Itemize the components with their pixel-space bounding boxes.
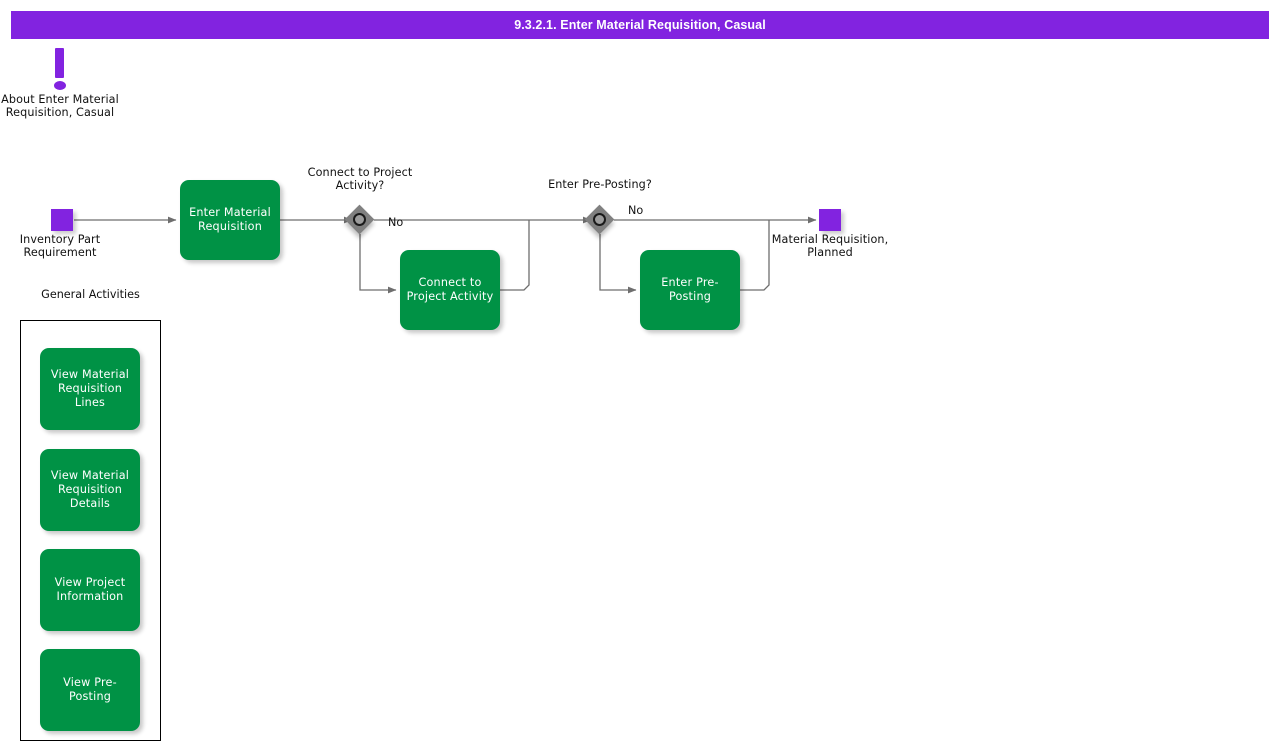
activity-view-pre-posting-label: View Pre-Posting bbox=[63, 676, 117, 703]
exclamation-icon-dot bbox=[53, 81, 66, 90]
edge-label-gateway1-no: No bbox=[388, 216, 404, 229]
edge-enter-pre-posting-to-main bbox=[740, 220, 770, 291]
activity-view-material-requisition-lines[interactable]: View Material Requisition Lines bbox=[40, 348, 140, 430]
activity-view-material-requisition-details-label: View Material Requisition Details bbox=[50, 469, 130, 510]
gateway-enter-pre-posting[interactable] bbox=[584, 204, 615, 235]
edge-label-gateway2-no: No bbox=[628, 204, 644, 217]
activity-view-project-information-label: View Project Information bbox=[54, 576, 126, 603]
gateway-enter-pre-posting-label: Enter Pre-Posting? bbox=[548, 178, 652, 191]
activity-view-pre-posting[interactable]: View Pre-Posting bbox=[40, 649, 140, 731]
page-title: 9.3.2.1. Enter Material Requisition, Cas… bbox=[514, 18, 766, 32]
gateway-connect-to-project-activity[interactable] bbox=[344, 204, 375, 235]
activity-enter-pre-posting-label: Enter Pre-Posting bbox=[661, 276, 719, 303]
activity-view-material-requisition-lines-label: View Material Requisition Lines bbox=[50, 368, 130, 409]
activity-connect-to-project-activity-label: Connect to Project Activity bbox=[406, 276, 494, 303]
gateway-ring-icon bbox=[353, 213, 366, 226]
activity-enter-pre-posting[interactable]: Enter Pre-Posting bbox=[640, 250, 740, 330]
exclamation-icon-bar bbox=[55, 48, 64, 78]
start-node-inventory-part-requirement[interactable] bbox=[51, 209, 73, 231]
activity-enter-material-requisition-label: Enter Material Requisition bbox=[189, 206, 271, 233]
gateway-connect-to-project-activity-label: Connect to Project Activity? bbox=[307, 166, 413, 193]
end-node-label: Material Requisition, Planned bbox=[771, 233, 889, 260]
exclamation-icon[interactable] bbox=[51, 48, 69, 92]
edge-gateway1-to-connect-to-project-activity bbox=[359, 234, 397, 294]
activity-view-material-requisition-details[interactable]: View Material Requisition Details bbox=[40, 449, 140, 531]
start-node-label: Inventory Part Requirement bbox=[19, 233, 101, 260]
activity-enter-material-requisition[interactable]: Enter Material Requisition bbox=[180, 180, 280, 260]
gateway-ring-icon bbox=[593, 213, 606, 226]
activity-view-project-information[interactable]: View Project Information bbox=[40, 549, 140, 631]
edge-connect-to-project-activity-to-main bbox=[500, 220, 530, 291]
about-label[interactable]: About Enter Material Requisition, Casual bbox=[1, 93, 119, 120]
end-node-material-requisition-planned[interactable] bbox=[819, 209, 841, 231]
general-activities-title: General Activities bbox=[41, 288, 140, 301]
activity-connect-to-project-activity[interactable]: Connect to Project Activity bbox=[400, 250, 500, 330]
edge-gateway2-to-enter-pre-posting bbox=[599, 234, 637, 294]
page-title-bar: 9.3.2.1. Enter Material Requisition, Cas… bbox=[11, 11, 1269, 39]
